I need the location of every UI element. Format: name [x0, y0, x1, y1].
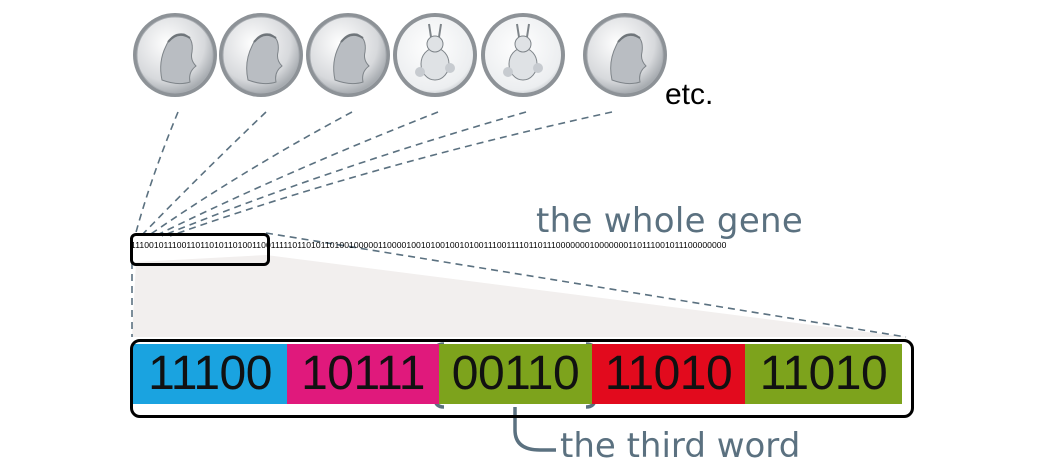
word-4: 11010 — [592, 344, 745, 404]
gene-highlight-frame — [130, 233, 270, 266]
word-strip-frame — [130, 339, 914, 418]
gene-bit-string: 1110010111001101101011010011001111101101… — [131, 240, 727, 250]
coin-6-dashed-line — [169, 111, 613, 237]
coin-dashed-lines — [134, 111, 613, 237]
rabbit-coin-1 — [392, 2, 478, 108]
etc-label: etc. — [665, 78, 714, 111]
coin-3-dashed-line — [147, 111, 353, 237]
word-5: 11010 — [745, 344, 902, 404]
zoom-dashed-line — [265, 232, 907, 338]
queen-coin-1 — [132, 2, 218, 108]
coin-1-dashed-line — [134, 111, 179, 237]
whole-gene-label: the whole gene — [536, 201, 804, 241]
rabbit-coin-2 — [480, 2, 566, 108]
coin-2-dashed-line — [140, 111, 267, 237]
coin-4-dashed-line — [154, 111, 439, 237]
coin-5-dashed-line — [161, 111, 527, 237]
word-2: 10111 — [287, 344, 439, 404]
zoom-wedge — [132, 255, 906, 337]
word-3: 00110 — [439, 344, 592, 404]
queen-coin-4 — [582, 2, 668, 108]
queen-coin-2 — [218, 2, 304, 108]
word-1: 11100 — [133, 344, 287, 404]
word-strip: 11100 10111 00110 11010 11010 — [133, 344, 902, 404]
third-word-pointer — [513, 407, 556, 452]
queen-coin-3 — [305, 2, 391, 108]
third-word-label: the third word — [560, 426, 801, 466]
